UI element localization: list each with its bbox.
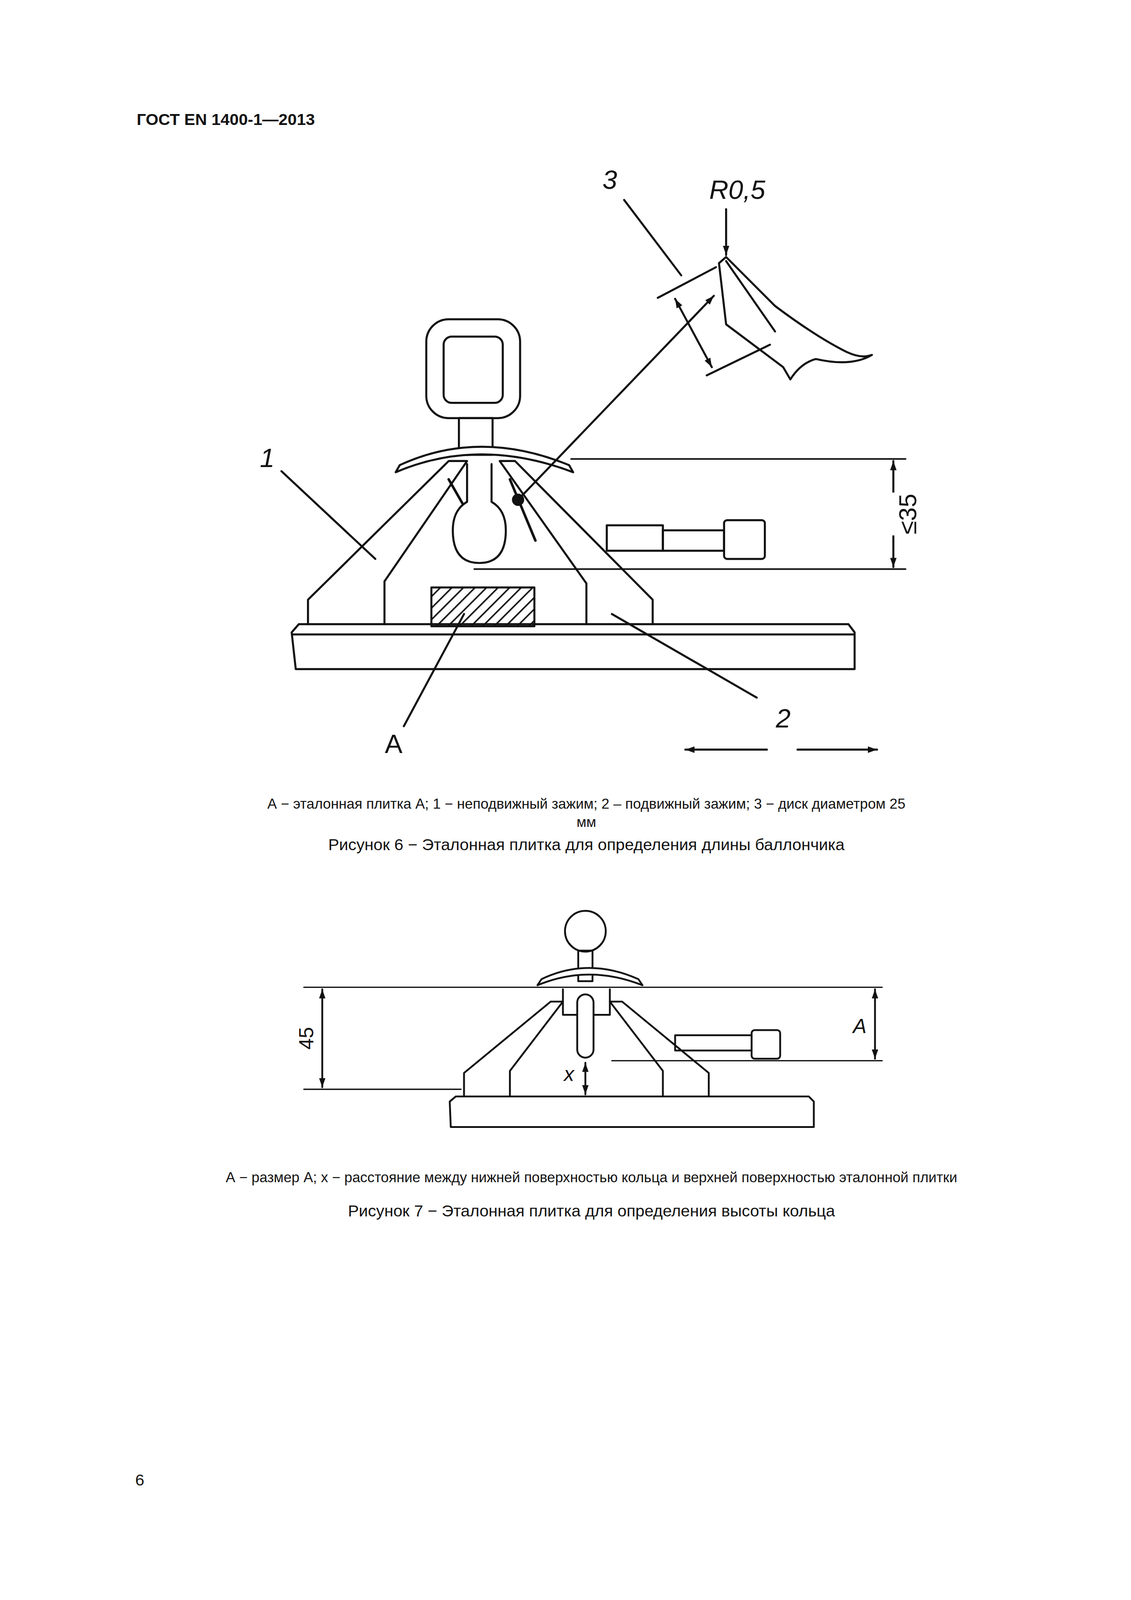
figure-legend: А − размер А; х − расстояние между нижне… bbox=[202, 1167, 981, 1187]
callout-number: 2 bbox=[774, 701, 792, 737]
extension-line bbox=[303, 986, 882, 988]
screw-knob bbox=[724, 519, 765, 559]
movable-clamp bbox=[609, 1001, 709, 1097]
dimension-line bbox=[584, 1062, 587, 1095]
clamp-edge bbox=[509, 479, 536, 541]
plate-edge bbox=[292, 633, 854, 636]
ring bbox=[426, 319, 521, 419]
figure-legend: А − эталонная плитка А; 1 − неподвижный … bbox=[259, 794, 914, 832]
screw-knob bbox=[751, 1030, 781, 1059]
page-header: ГОСТ EN 1400-1—2013 bbox=[135, 109, 316, 132]
shield bbox=[537, 967, 643, 986]
dimension-label: A bbox=[851, 1012, 868, 1040]
dimension-label: ≤35 bbox=[891, 492, 924, 536]
callout-letter: A bbox=[383, 727, 404, 763]
leader-line bbox=[612, 613, 758, 698]
ring-inner bbox=[443, 336, 504, 403]
movement-arrow bbox=[797, 748, 877, 751]
figure-caption: Рисунок 6 − Эталонная плитка для определ… bbox=[326, 835, 846, 857]
fixed-clamp bbox=[463, 1001, 563, 1097]
teat bbox=[452, 463, 506, 563]
screw bbox=[674, 1035, 752, 1051]
figure-7 bbox=[303, 910, 882, 1127]
leader-line bbox=[404, 613, 465, 727]
dimension-line bbox=[674, 298, 712, 368]
extension-line bbox=[474, 568, 906, 570]
extension-line bbox=[706, 344, 771, 376]
screw-shaft bbox=[663, 530, 725, 551]
detail-arrow bbox=[518, 295, 714, 500]
extension-line bbox=[570, 458, 906, 460]
movement-arrow bbox=[685, 748, 768, 751]
base-plate bbox=[449, 1096, 814, 1127]
figure-caption: Рисунок 7 − Эталонная плитка для определ… bbox=[347, 1200, 836, 1223]
ring-ball bbox=[565, 910, 606, 952]
disc-edge bbox=[726, 260, 775, 332]
base-plate bbox=[291, 624, 855, 670]
screw bbox=[607, 525, 664, 551]
radius-arrow bbox=[725, 208, 727, 255]
dimension-label: x bbox=[562, 1060, 576, 1088]
leader-line bbox=[624, 199, 682, 275]
ring-stem bbox=[578, 950, 593, 981]
callout-number: 1 bbox=[258, 441, 276, 477]
dimension-line bbox=[874, 989, 877, 1059]
reference-tile bbox=[431, 587, 535, 627]
extension-line bbox=[303, 1088, 461, 1090]
ring-slot bbox=[577, 994, 594, 1058]
radius-label: R0,5 bbox=[708, 173, 767, 208]
disc-detail bbox=[719, 257, 872, 380]
extension-line bbox=[657, 267, 716, 298]
dimension-label: 45 bbox=[292, 1025, 320, 1051]
dimension-line bbox=[321, 989, 324, 1088]
leader-line bbox=[281, 471, 376, 559]
callout-number: 3 bbox=[601, 163, 619, 198]
extension-line bbox=[612, 1059, 883, 1062]
figure-6 bbox=[281, 199, 906, 750]
page-number: 6 bbox=[134, 1470, 146, 1492]
